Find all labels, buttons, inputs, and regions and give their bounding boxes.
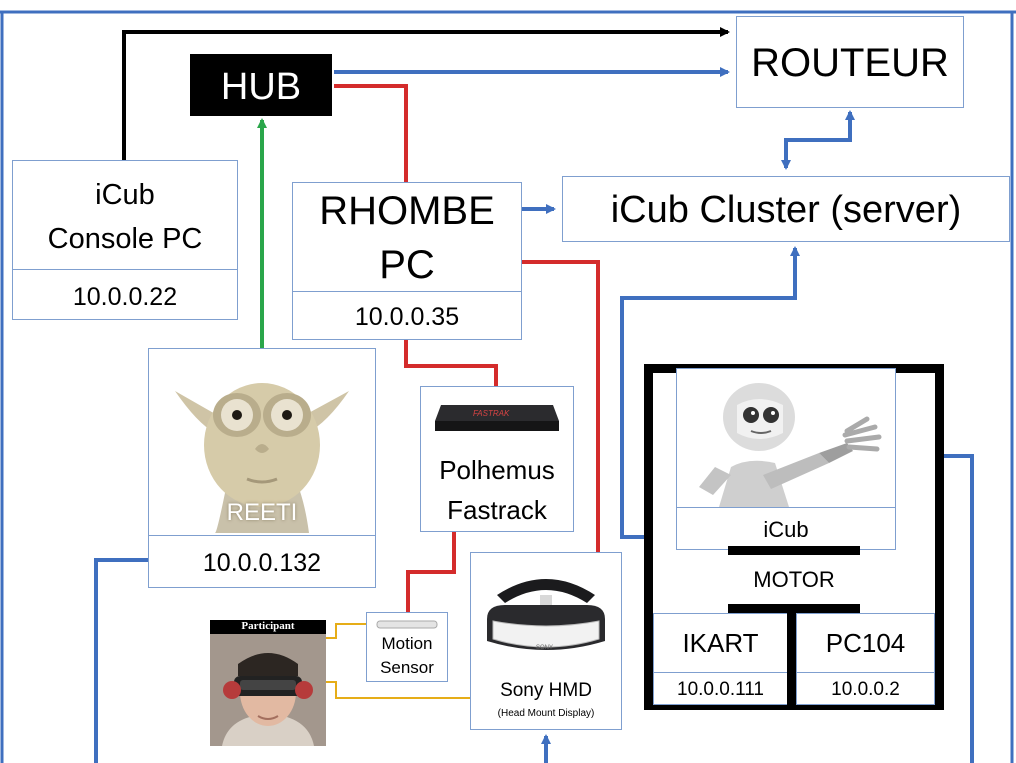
sony-hmd-line2: (Head Mount Display)	[497, 708, 595, 719]
fastrak-device-text: FASTRAK	[473, 409, 510, 418]
console-pc-node: iCub Console PC 10.0.0.22	[12, 160, 238, 320]
console-pc-line1: iCub	[95, 179, 155, 211]
router-cluster-link	[781, 116, 852, 170]
hub-label: HUB	[220, 66, 302, 108]
polhemus-line1: Polhemus	[439, 455, 555, 485]
cluster-node: iCub Cluster (server)	[562, 176, 1010, 242]
icub-divider	[677, 507, 895, 508]
reeti-node: REETI 10.0.0.132	[148, 348, 376, 588]
rhombe-pc-line2: PC	[379, 243, 435, 287]
cluster-label: iCub Cluster (server)	[610, 189, 962, 231]
rhombe-pc-divider	[293, 291, 521, 292]
motor-bottom-bar	[728, 604, 860, 613]
console-to-router-link	[122, 27, 730, 160]
motion-sensor-node: Motion Sensor	[366, 612, 448, 682]
participant-label: Participant	[210, 620, 326, 635]
ikart-label: IKART	[682, 628, 759, 658]
ikart-divider	[654, 672, 787, 673]
ikart-pc104-separator	[787, 613, 796, 705]
polhemus-line2: Fastrack	[447, 495, 547, 525]
rhombe-pc-node: RHOMBE PC 10.0.0.35	[292, 182, 522, 340]
hmd-headset-icon: SONY	[477, 561, 615, 665]
icub-to-cluster-link	[620, 246, 800, 539]
pc104-node: PC104 10.0.0.2	[796, 613, 935, 705]
icub-label: iCub	[763, 517, 809, 542]
rhombe-to-polhemus-link	[404, 340, 498, 386]
pc104-label: PC104	[825, 628, 906, 658]
reeti-divider	[149, 535, 375, 536]
polhemus-node: FASTRAK Polhemus Fastrack	[420, 386, 574, 532]
icub-node: iCub	[676, 368, 896, 550]
console-pc-line2: Console PC	[47, 223, 203, 255]
ikart-ip: 10.0.0.111	[677, 679, 764, 700]
console-pc-divider	[13, 269, 237, 270]
motor-label: MOTOR	[753, 567, 835, 592]
hub-to-rhombe-link	[334, 84, 408, 182]
reeti-down-link	[94, 558, 148, 763]
ikart-node: IKART 10.0.0.111	[653, 613, 788, 705]
reeti-label: REETI	[226, 499, 298, 526]
rhombe-pc-line1: RHOMBE	[319, 189, 495, 233]
participant-figure-icon	[210, 634, 326, 746]
fastrak-device-icon: FASTRAK	[433, 399, 561, 437]
sony-hmd-node: SONY Sony HMD (Head Mount Display)	[470, 552, 622, 730]
rhombe-to-hmd-link	[522, 260, 600, 552]
participant-hmd-link	[318, 681, 470, 699]
pc104-ip: 10.0.0.2	[831, 679, 900, 700]
hub-node: HUB	[190, 54, 332, 116]
participant-photo: Participant	[210, 620, 326, 746]
sensor-probe-icon	[373, 617, 441, 631]
motor-node: MOTOR	[730, 555, 858, 604]
motion-sensor-line1: Motion	[381, 634, 433, 653]
icub-robot-image	[679, 371, 893, 507]
motion-sensor-line2: Sensor	[380, 658, 434, 677]
polhemus-to-sensor-link	[406, 532, 456, 612]
router-label: ROUTEUR	[751, 41, 949, 85]
reeti-ip: 10.0.0.132	[202, 549, 322, 577]
router-node: ROUTEUR	[736, 16, 964, 108]
hmd-device-text: SONY	[536, 645, 553, 651]
rhombe-pc-ip: 10.0.0.35	[354, 303, 460, 331]
sony-hmd-line1: Sony HMD	[500, 680, 592, 701]
pc104-divider	[797, 672, 934, 673]
motor-top-bar	[728, 546, 860, 555]
console-pc-ip: 10.0.0.22	[72, 283, 178, 311]
reeti-robot-image	[157, 353, 367, 533]
